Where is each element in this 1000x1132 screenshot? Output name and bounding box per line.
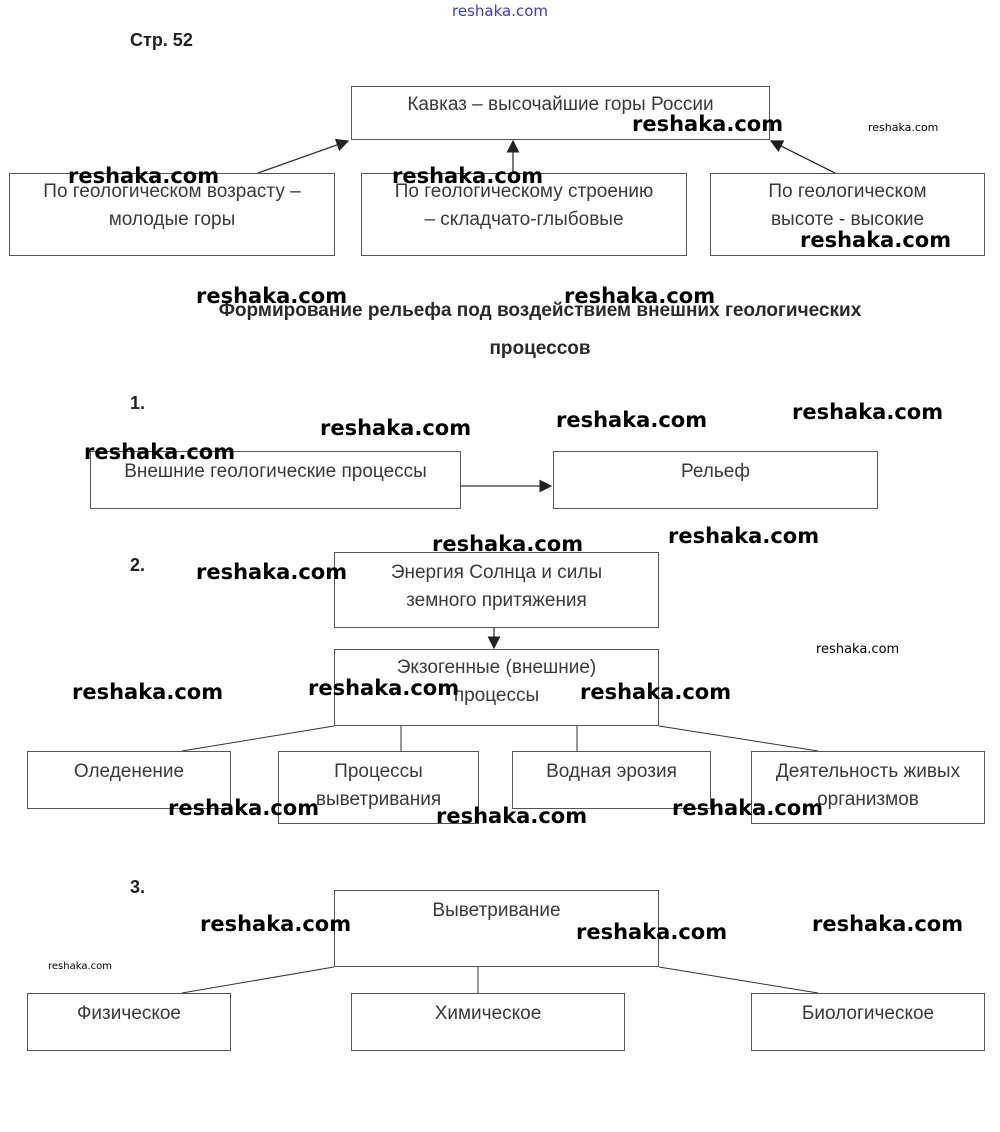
watermark: reshaka.com (812, 912, 964, 936)
watermark: reshaka.com (84, 440, 236, 464)
weathering-box: Выветривание (334, 890, 659, 967)
watermark: reshaka.com (564, 284, 716, 308)
relief-text: Рельеф (681, 461, 750, 482)
energy-line-2: земного притяжения (406, 590, 587, 611)
watermark: reshaka.com (196, 560, 348, 584)
watermark: reshaka.com (672, 796, 824, 820)
exogenous-line-2: процессы (453, 685, 540, 706)
diagram-number-2: 2. (130, 555, 146, 575)
height-box: По геологическом высоте - высокие (710, 173, 985, 256)
diagram-number-3: 3. (130, 877, 146, 897)
external-processes-text: Внешние геологические процессы (124, 461, 427, 482)
line-exo-to-organisms (658, 725, 819, 752)
diagram-number-1: 1. (130, 393, 146, 413)
exogenous-line-1: Экзогенные (внешние) (396, 657, 597, 678)
watermark-small: reshaka.com (48, 961, 112, 972)
glaciation-box: Оледенение (27, 751, 231, 809)
structure-line-1: По геологическому строению (394, 181, 654, 202)
arrow-height-to-caucasus (769, 140, 836, 174)
watermark: reshaka.com (196, 284, 348, 308)
living-organisms-line-1: Деятельность живых (775, 761, 961, 782)
caucasus-box: Кавказ – высочайшие горы России (351, 86, 770, 140)
watermark: reshaka.com (580, 680, 732, 704)
water-erosion-box: Водная эрозия (512, 751, 711, 809)
watermark: reshaka.com (320, 416, 472, 440)
watermark: reshaka.com (556, 408, 708, 432)
height-line-1: По геологическом (768, 181, 927, 202)
living-organisms-line-2: организмов (817, 789, 919, 810)
page-label: Стр. 52 (130, 30, 193, 50)
external-processes-box: Внешние геологические процессы (90, 451, 461, 509)
water-erosion-text: Водная эрозия (546, 761, 677, 782)
weathering-processes-line-2: выветривания (315, 789, 442, 810)
physical-text: Физическое (76, 1003, 181, 1024)
energy-line-1: Энергия Солнца и силы (390, 562, 603, 583)
watermark: reshaka.com (576, 920, 728, 944)
age-line-1: По геологическом возрасту – (43, 181, 301, 202)
caucasus-text: Кавказ – высочайшие горы России (407, 94, 714, 115)
watermark: reshaka.com (436, 804, 588, 828)
watermark: reshaka.com (168, 796, 320, 820)
structure-line-2: – складчато-глыбовые (424, 209, 624, 230)
exogenous-box: Экзогенные (внешние) процессы (334, 649, 659, 726)
chemical-text: Химическое (434, 1003, 542, 1024)
watermark: reshaka.com (432, 532, 584, 556)
age-line-2: молодые горы (108, 209, 236, 230)
section-title-line-2: процессов (489, 338, 591, 359)
structure-box: По геологическому строению – складчато-г… (361, 173, 687, 256)
chemical-box: Химическое (351, 993, 625, 1051)
living-organisms-box: Деятельность живых организмов (751, 751, 985, 824)
energy-box: Энергия Солнца и силы земного притяжения (334, 552, 659, 628)
height-line-2: высоте - высокие (770, 209, 925, 230)
watermark-small: reshaka.com (816, 642, 900, 657)
age-box: По геологическом возрасту – молодые горы (9, 173, 335, 256)
weathering-processes-box: Процессы выветривания (278, 751, 479, 824)
watermark: reshaka.com (392, 164, 544, 188)
watermark: reshaka.com (308, 676, 460, 700)
weathering-text: Выветривание (432, 900, 561, 921)
line-exo-to-glaciation (181, 725, 335, 752)
watermark: reshaka.com (668, 524, 820, 548)
line-weathering-to-physical (181, 966, 335, 994)
watermark: reshaka.com (200, 912, 352, 936)
watermark-small: reshaka.com (868, 121, 939, 134)
biological-text: Биологическое (801, 1003, 935, 1024)
top-watermark[interactable]: reshaka.com (452, 2, 548, 20)
watermark: reshaka.com (632, 112, 784, 136)
biological-box: Биологическое (751, 993, 985, 1051)
glaciation-text: Оледенение (73, 761, 185, 782)
physical-box: Физическое (27, 993, 231, 1051)
section-title-line-1: Формирование рельефа под воздействием вн… (218, 300, 862, 321)
watermark: reshaka.com (800, 228, 952, 252)
watermark: reshaka.com (72, 680, 224, 704)
arrow-age-to-caucasus (257, 138, 350, 174)
watermark: reshaka.com (68, 164, 220, 188)
weathering-processes-line-1: Процессы (334, 761, 423, 782)
watermark: reshaka.com (792, 400, 944, 424)
line-weathering-to-biological (658, 966, 819, 994)
relief-box: Рельеф (553, 451, 878, 509)
